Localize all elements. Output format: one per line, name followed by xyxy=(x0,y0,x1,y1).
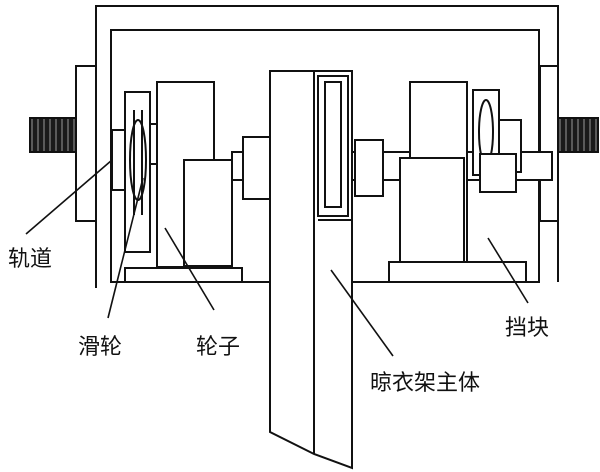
left-end-plate xyxy=(75,65,97,222)
label-stopper: 挡块 xyxy=(505,316,549,341)
leader-stopper xyxy=(487,237,529,304)
leader-wheel xyxy=(164,227,215,311)
right-end-plate xyxy=(539,65,559,222)
leader-pulley xyxy=(107,177,144,319)
rack-slot-inner xyxy=(324,81,342,208)
left-pulley-bracket xyxy=(111,129,127,191)
label-rack-body: 晾衣架主体 xyxy=(370,371,480,396)
left-wheel xyxy=(183,159,233,267)
center-hub-right xyxy=(354,139,384,197)
right-base xyxy=(388,261,527,283)
left-base xyxy=(124,267,243,283)
right-pulley-cap xyxy=(479,153,517,193)
label-wheel: 轮子 xyxy=(196,335,240,360)
label-track: 轨道 xyxy=(8,247,52,272)
leader-rack-body xyxy=(330,269,394,357)
right-threaded-rod xyxy=(557,117,599,153)
right-stopper-front xyxy=(399,157,465,267)
left-pulley-hub xyxy=(129,119,147,201)
left-threaded-rod xyxy=(29,117,79,153)
leader-track xyxy=(25,159,113,235)
label-pulley: 滑轮 xyxy=(78,335,122,360)
